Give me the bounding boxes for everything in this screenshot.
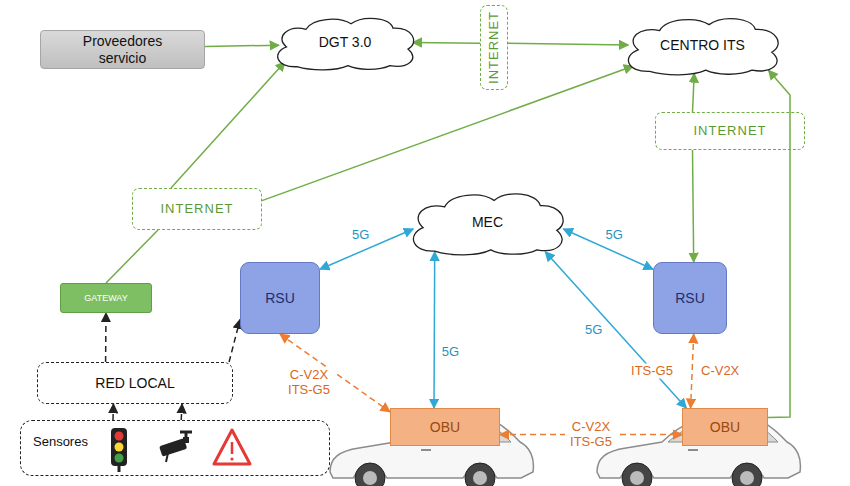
gateway-box: GATEWAY: [60, 283, 152, 313]
node-label: MEC: [472, 214, 503, 230]
network-box: INTERNET: [132, 188, 262, 230]
connector: [229, 320, 240, 362]
node-label: Proveedores servicio: [68, 33, 178, 65]
node-label: Sensores: [33, 435, 88, 450]
node-label: INTERNET: [694, 124, 767, 139]
connector: [262, 66, 633, 201]
cloud-node: DGT 3.0: [270, 15, 420, 70]
node-label: RSU: [265, 290, 295, 306]
connector: [508, 43, 628, 45]
node-label: OBU: [710, 419, 740, 435]
node-label: INTERNET: [487, 11, 502, 84]
connector: [106, 230, 158, 283]
connector: [693, 73, 695, 112]
connector: [413, 42, 481, 44]
edge-label: C-V2X ITS-G5: [565, 420, 617, 450]
connector: [205, 45, 279, 46]
car-left: [330, 414, 533, 486]
camera-icon: [159, 432, 192, 462]
edge-label: 5G: [440, 344, 461, 359]
rsu-box: RSU: [240, 262, 320, 334]
network-box: RED LOCAL: [37, 362, 233, 404]
node-label: CENTRO ITS: [660, 37, 745, 53]
rsu-box: RSU: [653, 262, 727, 334]
obu-box: OBU: [390, 408, 500, 446]
node-label: RSU: [675, 290, 705, 306]
cloud-node: MEC: [405, 190, 570, 255]
cloud-node: CENTRO ITS: [620, 15, 785, 75]
link-label: ITS-G5: [629, 364, 675, 379]
network-box: INTERNET: [655, 112, 805, 150]
node-label: OBU: [430, 419, 460, 435]
connector: [768, 70, 790, 417]
connector: [433, 252, 435, 408]
edge-label: C-V2X: [699, 364, 741, 379]
connector: [171, 62, 285, 188]
node-label: DGT 3.0: [319, 34, 372, 50]
sensor-group: Sensores: [20, 420, 330, 476]
connector: [112, 404, 114, 420]
edge-label: 5G: [604, 228, 625, 243]
warning-icon: [214, 430, 250, 464]
edge-label: C-V2X ITS-G5: [283, 368, 335, 398]
connector: [693, 150, 694, 262]
node-label: INTERNET: [161, 202, 234, 217]
node-label: GATEWAY: [84, 293, 127, 303]
connector: [180, 404, 182, 420]
network-box: INTERNET: [480, 5, 508, 90]
node-label: RED LOCAL: [95, 375, 174, 391]
service-box: Proveedores servicio: [40, 30, 205, 69]
connector: [105, 313, 107, 362]
traffic-light-icon: [111, 428, 127, 472]
obu-box: OBU: [682, 408, 768, 446]
connector: [691, 334, 694, 408]
connector: [280, 334, 390, 412]
edge-label: 5G: [350, 228, 371, 243]
edge-label: 5G: [583, 322, 604, 337]
